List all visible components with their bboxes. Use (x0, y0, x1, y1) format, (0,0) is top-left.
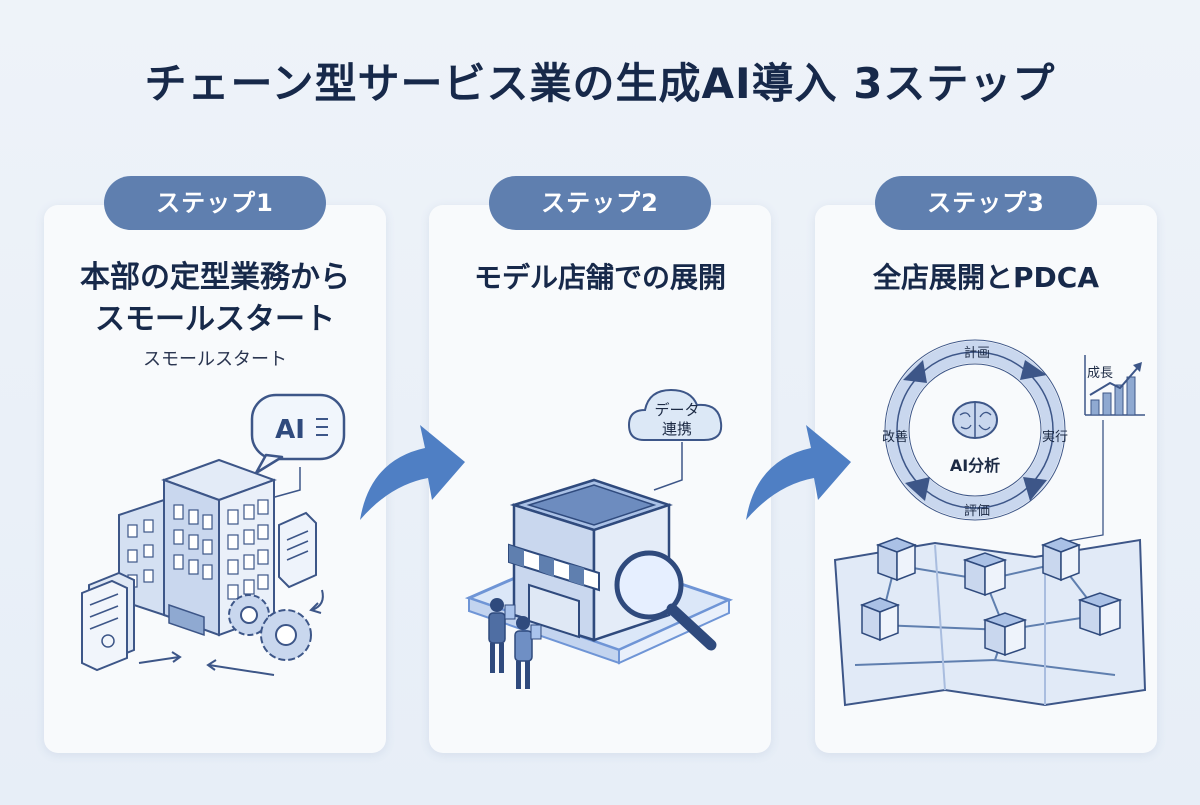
step2-card: モデル店舗での展開 データ 連携 (429, 205, 771, 753)
page-title: チェーン型サービス業の生成AI導入 3ステップ (144, 59, 1056, 108)
growth-chart-icon: 成長 (1084, 355, 1145, 416)
cloud-label-line1: データ (654, 401, 699, 419)
step2-badge: ステップ2 (489, 176, 711, 230)
step2-store-illustration: データ 連携 (464, 388, 734, 689)
step2-heading: モデル店舗での展開 (473, 261, 726, 294)
pdca-check-label: 評価 (964, 504, 990, 519)
step3-pdca-illustration: 計画 実行 評価 改善 AI分析 成長 (833, 339, 1147, 707)
ai-speech-bubble-icon: AI (250, 393, 346, 475)
pdca-cycle: 計画 実行 評価 改善 (882, 339, 1068, 521)
step1-heading: 本部の定型業務から スモールスタート (44, 257, 386, 341)
documents-stack-icon (81, 571, 135, 672)
step1-heading-line2: スモールスタート (95, 302, 335, 337)
step1-office-illustration: AI (81, 393, 346, 676)
growth-label: 成長 (1087, 366, 1113, 381)
step3-card: 全店展開とPDCA 計画 実行 評価 改善 AI分析 成長 (815, 205, 1157, 753)
cloud-label-line2: 連携 (662, 420, 692, 438)
brain-icon (952, 401, 998, 439)
step-arrow-1-icon (360, 425, 465, 520)
pdca-plan-label: 計画 (964, 345, 990, 361)
gears-icon (228, 594, 312, 661)
cloud-icon: データ 連携 (627, 388, 723, 441)
step3-heading: 全店展開とPDCA (873, 261, 1099, 294)
step1-heading-line1: 本部の定型業務から (80, 260, 350, 295)
pdca-act-label: 改善 (882, 429, 908, 445)
step3-badge: ステップ3 (875, 176, 1097, 230)
magnifier-icon (614, 550, 717, 651)
step1-card: 本部の定型業務から スモールスタート スモールスタート AI (44, 205, 386, 753)
ai-analysis-label: AI分析 (950, 456, 1000, 475)
step1-subtitle: スモールスタート (143, 349, 287, 370)
workflow-arrows (138, 589, 324, 676)
step-arrow-2-icon (746, 425, 851, 520)
step1-badge: ステップ1 (104, 176, 326, 230)
pdca-do-label: 実行 (1042, 429, 1068, 445)
ai-label: AI (275, 415, 305, 445)
store-network-map (833, 537, 1147, 707)
document-icon (278, 511, 317, 589)
staff-people-icon (488, 598, 542, 689)
